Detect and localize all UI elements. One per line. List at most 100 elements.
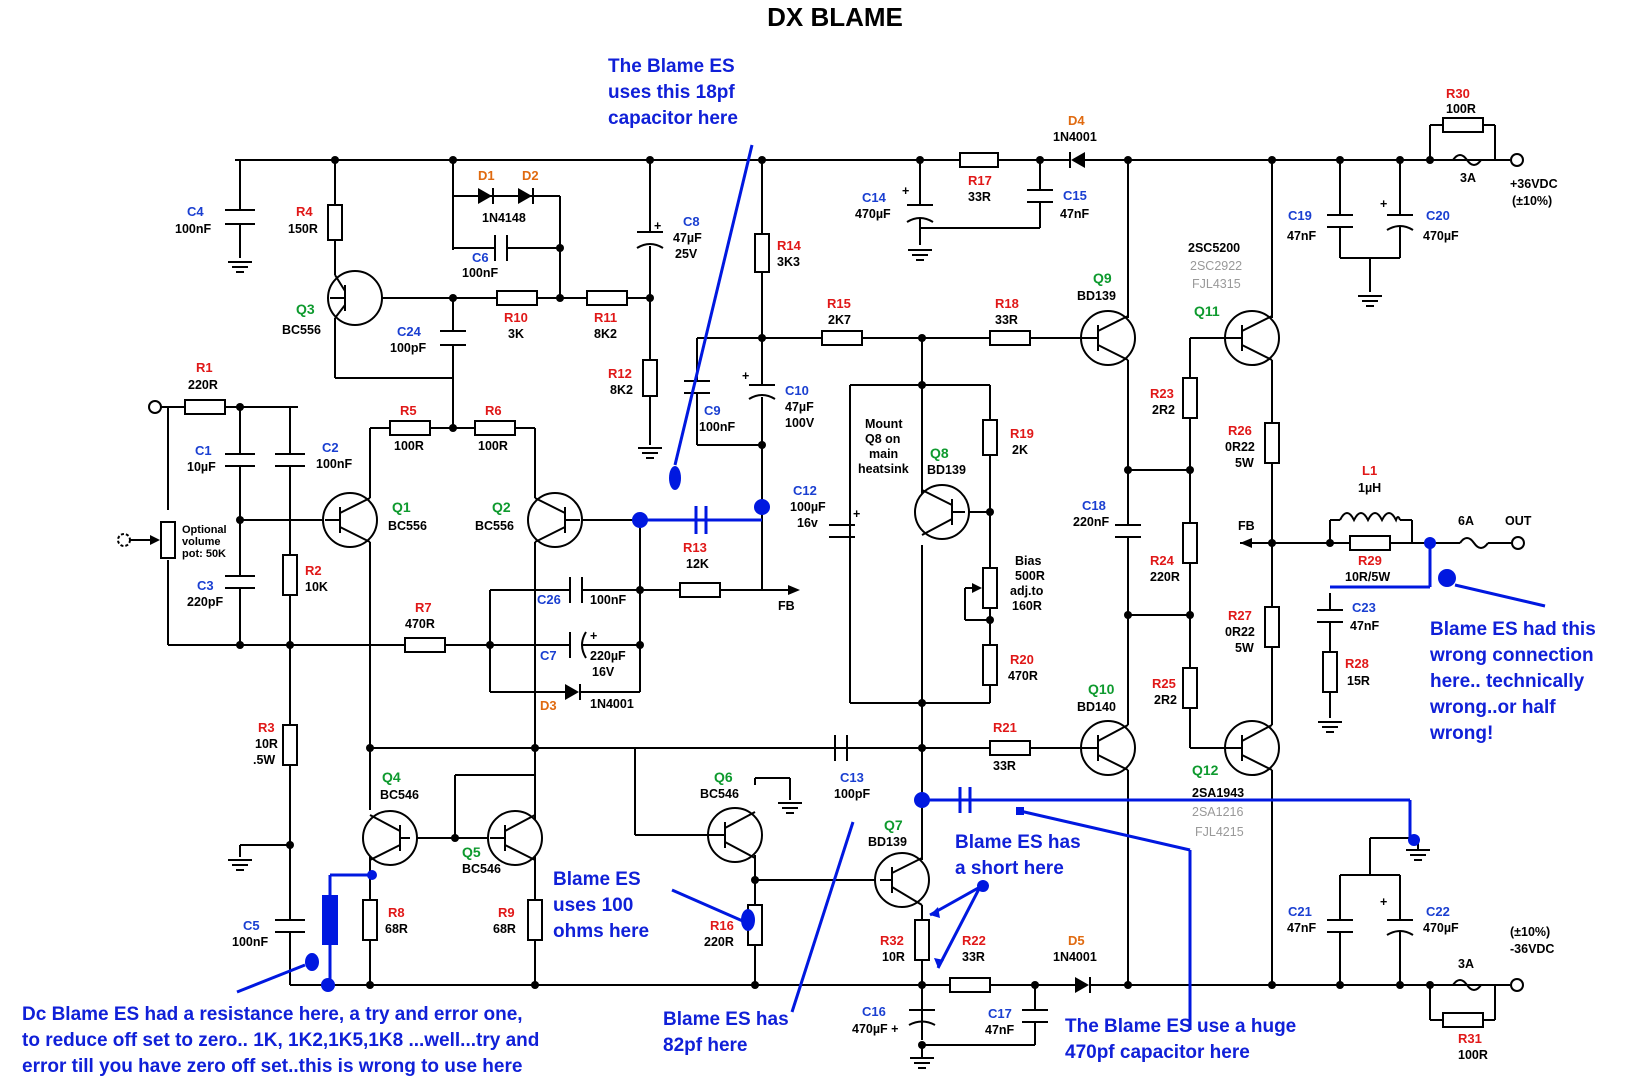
label-bias-4: 160R bbox=[1012, 599, 1042, 613]
label-c9-ref: C9 bbox=[704, 403, 721, 418]
label-q3-val: BC556 bbox=[282, 323, 321, 337]
label-r21-val: 33R bbox=[993, 759, 1016, 773]
label-r9-ref: R9 bbox=[498, 905, 515, 920]
label-c3-val: 220pF bbox=[187, 595, 223, 609]
label-c12-v1: 100µF bbox=[790, 500, 826, 514]
label-c19-val: 47nF bbox=[1287, 229, 1317, 243]
note-r100-3: ohms here bbox=[553, 921, 649, 942]
label-r11-ref: R11 bbox=[594, 310, 617, 325]
label-c18-val: 220nF bbox=[1073, 515, 1109, 529]
label-r5-val: 100R bbox=[394, 439, 424, 453]
label-c19-ref: C19 bbox=[1288, 208, 1312, 223]
label-r31-ref: R31 bbox=[1458, 1031, 1482, 1046]
label-r26-ref: R26 bbox=[1228, 423, 1252, 438]
note-wrong-1: Blame ES had this bbox=[1430, 619, 1596, 640]
label-d3-val: 1N4001 bbox=[590, 697, 634, 711]
label-r8-ref: R8 bbox=[388, 905, 405, 920]
label-out: OUT bbox=[1505, 514, 1532, 528]
resistor-r12 bbox=[642, 359, 658, 397]
note-offset-1: Dc Blame ES had a resistance here, a try… bbox=[22, 1004, 523, 1025]
resistor-r25 bbox=[1182, 667, 1198, 709]
label-pot-2: volume bbox=[182, 536, 221, 548]
note-short-2: a short here bbox=[955, 858, 1064, 879]
label-c3-ref: C3 bbox=[197, 578, 214, 593]
label-r18-ref: R18 bbox=[995, 296, 1019, 311]
label-c22-ref: C22 bbox=[1426, 904, 1450, 919]
resistor-r21 bbox=[989, 740, 1031, 756]
label-q4-ref: Q4 bbox=[382, 769, 401, 785]
ground-symbols bbox=[227, 249, 1431, 1069]
svg-text:+: + bbox=[654, 219, 661, 233]
resistor-r8 bbox=[362, 899, 378, 941]
label-q1-val: BC556 bbox=[388, 519, 427, 533]
label-mount-4: heatsink bbox=[858, 462, 909, 476]
transistor-q7 bbox=[874, 852, 930, 908]
resistor-r-bias bbox=[982, 567, 998, 609]
label-c20-val: 470µF bbox=[1423, 229, 1459, 243]
component-labels: C4 100nF R4 150R Q3 BC556 D1 D2 1N4148 C… bbox=[175, 86, 1558, 1062]
label-r32-ref: R32 bbox=[880, 933, 904, 948]
label-r10-val: 3K bbox=[508, 327, 524, 341]
transistor-q2 bbox=[527, 492, 583, 548]
resistor-r15 bbox=[821, 330, 863, 346]
label-q12-p3: FJL4215 bbox=[1195, 825, 1244, 839]
label-d4-ref: D4 bbox=[1068, 113, 1085, 128]
note-82pf-2: 82pf here bbox=[663, 1035, 747, 1056]
label-r13-val: 12K bbox=[686, 557, 709, 571]
note-r100-2: uses 100 bbox=[553, 895, 633, 916]
label-vneg-2: -36VDC bbox=[1510, 942, 1554, 956]
label-c21-val: 47nF bbox=[1287, 921, 1317, 935]
label-mount-2: Q8 on bbox=[865, 432, 900, 446]
resistor-r17 bbox=[959, 152, 999, 168]
note-offset-3: error till you have zero off set..this i… bbox=[22, 1056, 522, 1077]
label-mount-1: Mount bbox=[865, 417, 903, 431]
label-r25-ref: R25 bbox=[1152, 676, 1176, 691]
label-c12-v2: 16v bbox=[797, 516, 818, 530]
resistor-r26 bbox=[1264, 422, 1280, 464]
label-r17-val: 33R bbox=[968, 190, 991, 204]
label-c10-v1: 47µF bbox=[785, 400, 814, 414]
label-r2-val: 10K bbox=[305, 580, 328, 594]
label-q10-val: BD140 bbox=[1077, 700, 1116, 714]
transistor-q4 bbox=[362, 810, 418, 866]
label-c5-ref: C5 bbox=[243, 918, 260, 933]
label-r15-ref: R15 bbox=[827, 296, 851, 311]
label-d1: D1 bbox=[478, 168, 495, 183]
label-r14-ref: R14 bbox=[777, 238, 802, 253]
resistor-r20 bbox=[982, 644, 998, 686]
volume-pot bbox=[160, 521, 176, 559]
label-q6-ref: Q6 bbox=[714, 769, 733, 785]
transistor-q1 bbox=[322, 492, 378, 548]
resistor-r23 bbox=[1182, 377, 1198, 419]
resistors bbox=[130, 117, 1484, 1028]
label-c1-val: 10µF bbox=[187, 460, 216, 474]
label-c26-ref: C26 bbox=[537, 592, 561, 607]
label-c24-val: 100pF bbox=[390, 341, 426, 355]
label-c17-ref: C17 bbox=[988, 1006, 1012, 1021]
label-c9-val: 100nF bbox=[699, 420, 735, 434]
label-r7-val: 470R bbox=[405, 617, 435, 631]
wiring bbox=[160, 124, 1512, 1046]
note-wrong-5: wrong! bbox=[1429, 723, 1493, 744]
label-r27-ref: R27 bbox=[1228, 608, 1252, 623]
resistor-r18 bbox=[989, 330, 1031, 346]
resistor-r22 bbox=[949, 977, 991, 993]
label-r28-val: 15R bbox=[1347, 674, 1370, 688]
label-r24-ref: R24 bbox=[1150, 553, 1175, 568]
label-r18-val: 33R bbox=[995, 313, 1018, 327]
label-q12-p2: 2SA1216 bbox=[1192, 805, 1243, 819]
label-r27-v1: 0R22 bbox=[1225, 625, 1255, 639]
label-vneg-1: (±10%) bbox=[1510, 925, 1550, 939]
capacitors: + + + + + + + bbox=[225, 184, 1414, 1026]
label-fuse-3a-bottom: 3A bbox=[1458, 957, 1474, 971]
label-r22-ref: R22 bbox=[962, 933, 986, 948]
label-r19-val: 2K bbox=[1012, 443, 1028, 457]
svg-text:+: + bbox=[1380, 895, 1387, 909]
resistor-r13 bbox=[679, 582, 721, 598]
label-r16-ref: R16 bbox=[710, 918, 734, 933]
resistor-r4 bbox=[327, 204, 343, 241]
label-c2-ref: C2 bbox=[322, 440, 339, 455]
resistor-r1 bbox=[184, 399, 226, 415]
transistors bbox=[322, 270, 1280, 908]
label-q7-val: BD139 bbox=[868, 835, 907, 849]
